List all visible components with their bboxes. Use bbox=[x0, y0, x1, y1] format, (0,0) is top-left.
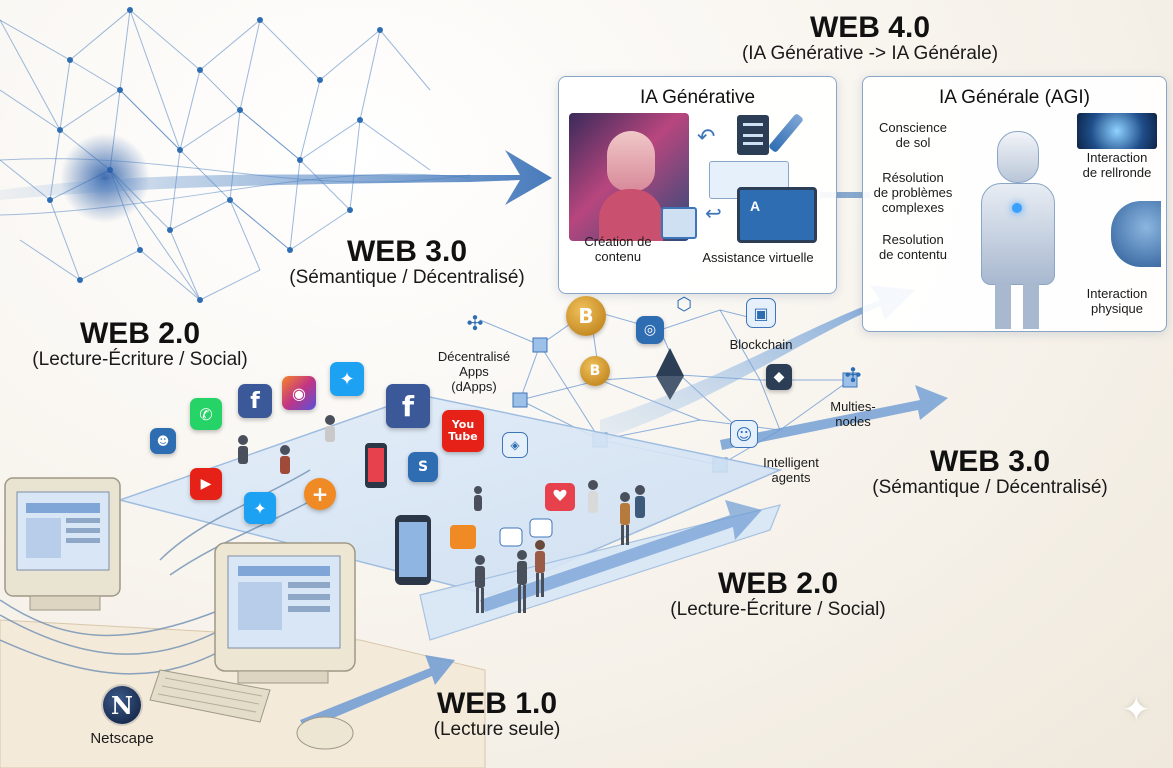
web2-lower-title: WEB 2.0 bbox=[717, 567, 839, 600]
youtube-play-icon: ▶ bbox=[190, 468, 222, 500]
refresh-arrow-icon: ↶ bbox=[697, 125, 716, 150]
label-dapps: Décentralisé Apps (dApps) bbox=[437, 349, 511, 394]
humanoid-robot-image bbox=[959, 117, 1079, 329]
web2-upper-subtitle: (Lecture-Écriture / Social) bbox=[32, 348, 248, 370]
chat-bubble-white bbox=[499, 527, 523, 547]
web3-upper-title: WEB 3.0 bbox=[346, 235, 468, 268]
hexagon-node-icon: ◎ bbox=[636, 316, 664, 344]
brain-glow-image bbox=[1077, 113, 1157, 149]
image-icon bbox=[661, 207, 697, 239]
plus-icon: + bbox=[304, 478, 336, 510]
web2-arrow bbox=[480, 500, 762, 612]
web3-upper-subtitle: (Sémantique / Décentralisé) bbox=[289, 266, 525, 288]
label-multinodes: Multies- nodes bbox=[830, 399, 876, 429]
ethereum-icon-lower bbox=[656, 376, 684, 400]
web2-upper-title: WEB 2.0 bbox=[79, 317, 201, 350]
youtube-icon: You Tube bbox=[442, 410, 484, 452]
web4-title: WEB 4.0 bbox=[809, 11, 931, 44]
label-problem-solving: Résolution de problèmes complexes bbox=[873, 170, 953, 215]
network-nodes bbox=[47, 7, 383, 303]
whatsapp-icon: ✆ bbox=[190, 398, 222, 430]
web3-lower-title: WEB 3.0 bbox=[929, 445, 1051, 478]
label-interaction-round: Interaction de rellronde bbox=[1082, 150, 1152, 180]
panel-generative-ai: IA Générative ↶ A ↩ Création de contenu … bbox=[558, 76, 837, 294]
instagram-icon: ◉ bbox=[282, 376, 316, 410]
people bbox=[238, 415, 645, 613]
laptop-icon: A bbox=[737, 187, 817, 243]
bitcoin-icon-small: B bbox=[580, 356, 610, 386]
label-content-resolution: Resolution de contentu bbox=[879, 232, 947, 262]
arrow-back-icon: ↩ bbox=[705, 201, 722, 225]
label-virtual-assistance: Assistance virtuelle bbox=[702, 250, 814, 265]
shield-cube-icon: ◆ bbox=[766, 364, 792, 390]
blockchain-cube-icon: ▣ bbox=[746, 298, 776, 328]
label-content-creation: Création de contenu bbox=[584, 234, 652, 264]
label-conscience: Conscience de sol bbox=[879, 120, 947, 150]
label-blockchain: Blockchain bbox=[729, 337, 793, 352]
facebook-icon-large: f bbox=[386, 384, 430, 428]
contact-icon: ☻ bbox=[150, 428, 176, 454]
smartphone bbox=[395, 515, 431, 585]
chat-bubble-orange bbox=[450, 525, 476, 549]
sparkle-icon: ✦ bbox=[1122, 690, 1151, 730]
agent-bot-icon: ☺ bbox=[730, 420, 758, 448]
network-hub-icon: ✣ bbox=[466, 311, 484, 335]
stream-arrow-top bbox=[0, 150, 552, 205]
robot-woman-image bbox=[569, 113, 689, 241]
label-intelligent-agents: Intelligent agents bbox=[763, 455, 819, 485]
twitter-icon: ✦ bbox=[330, 362, 364, 396]
bitcoin-icon: B bbox=[566, 296, 606, 336]
document-icon bbox=[737, 115, 769, 155]
panel-generative-title: IA Générative bbox=[639, 87, 756, 108]
web3-lower-subtitle: (Sémantique / Décentralisé) bbox=[872, 476, 1108, 498]
triangle-node-icon: ⬡ bbox=[676, 293, 692, 315]
netscape-logo: N bbox=[103, 686, 141, 724]
crt-computer-front bbox=[149, 542, 356, 750]
web3-arrow bbox=[720, 385, 948, 450]
twitter-icon-lower: ✦ bbox=[244, 492, 276, 524]
shield-icon: ◈ bbox=[502, 432, 528, 458]
web4-subtitle: (IA Générative -> IA Générale) bbox=[741, 42, 999, 64]
skype-icon: S bbox=[408, 452, 438, 482]
network-hub-icon-2: ✣ bbox=[844, 363, 862, 387]
facebook-icon: f bbox=[238, 384, 272, 418]
panel-agi: IA Générale (AGI) Conscience de sol Réso… bbox=[862, 76, 1167, 332]
globe-image bbox=[1111, 201, 1161, 267]
web1-title: WEB 1.0 bbox=[436, 687, 558, 720]
stream-arrow-agi bbox=[600, 285, 915, 440]
ethereum-icon bbox=[656, 348, 684, 376]
web1-arrow bbox=[300, 655, 455, 730]
netscape-label: Netscape bbox=[90, 730, 154, 747]
crt-computer-back bbox=[4, 477, 121, 611]
chat-bubble-white-2 bbox=[529, 518, 553, 538]
web2-lower-subtitle: (Lecture-Écriture / Social) bbox=[670, 598, 886, 620]
pen-icon bbox=[768, 112, 804, 154]
label-interaction-physical: Interaction physique bbox=[1086, 286, 1148, 316]
web1-subtitle: (Lecture seule) bbox=[433, 718, 561, 740]
network-glow bbox=[60, 133, 150, 223]
panel-agi-title: IA Générale (AGI) bbox=[938, 87, 1090, 108]
